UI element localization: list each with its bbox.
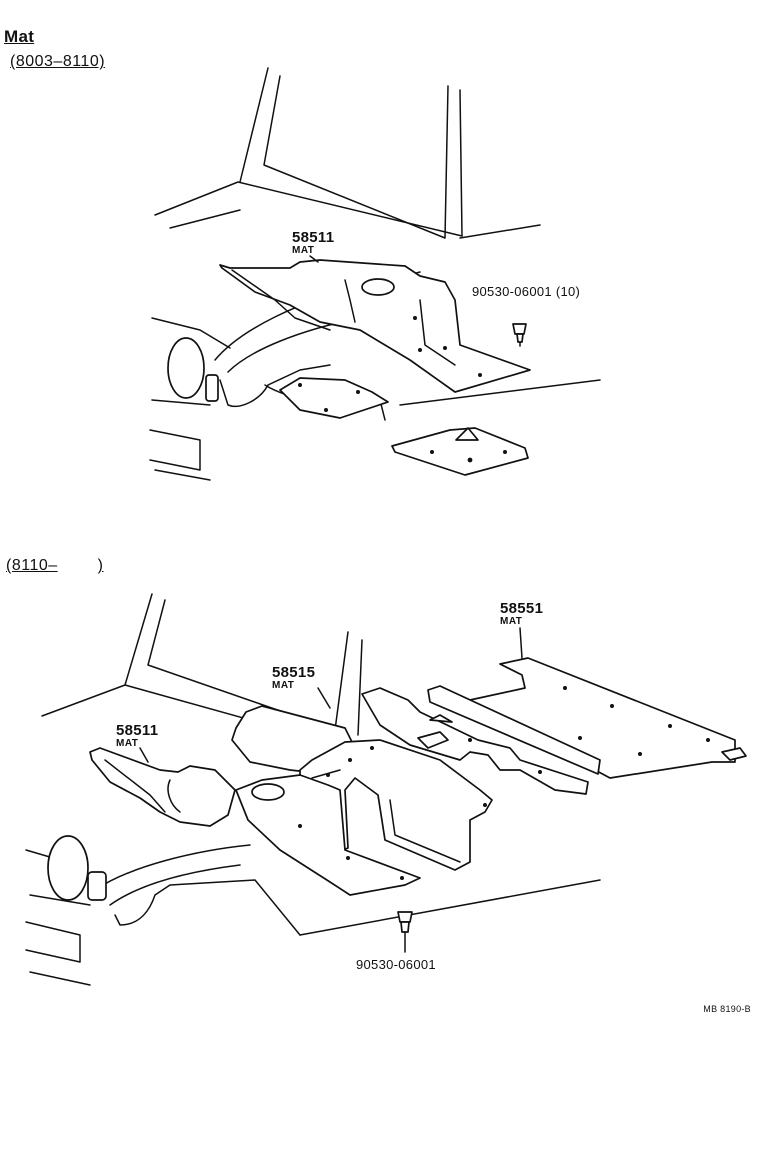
part-name: MAT <box>500 616 523 627</box>
top-clip-90530 <box>512 323 527 347</box>
page-title: Mat <box>4 27 35 46</box>
bottom-leader-58511 <box>139 747 149 763</box>
part-name: MAT <box>116 738 139 749</box>
part-number: 58511 <box>116 722 159 739</box>
label-58511-bottom: 58511 MAT <box>116 722 158 749</box>
part-number: 58511 <box>292 229 335 246</box>
bottom-mat-58551 <box>467 657 747 779</box>
bottom-front-tunnel-mat <box>235 774 421 896</box>
part-number: 90530-06001 <box>356 957 436 972</box>
bottom-mid-floor-mat <box>361 687 589 795</box>
label-58551: 58551 MAT <box>500 600 543 627</box>
bottom-center-tunnel-mat <box>299 739 493 871</box>
part-number: 58515 <box>272 664 316 681</box>
drawing-code: MB 8190-B <box>703 1004 751 1014</box>
bottom-long-strip <box>427 685 601 775</box>
top-leader-58511 <box>309 255 319 263</box>
part-name: MAT <box>272 680 295 691</box>
bottom-leader-58551 <box>519 627 523 659</box>
label-90530-bottom: 90530-06001 <box>356 957 436 972</box>
label-58515: 58515 MAT <box>272 664 315 691</box>
top-mat-58511 <box>219 259 531 393</box>
bottom-section-range: (8110–) <box>6 557 103 575</box>
range-end: ) <box>97 557 104 574</box>
bottom-mat-58511 <box>89 747 236 827</box>
part-number: 90530-06001 (10) <box>472 284 581 299</box>
top-section-range: (8003–8110) <box>10 53 106 70</box>
bottom-vehicle-body <box>25 593 601 986</box>
top-front-floor-plate <box>279 377 389 419</box>
bottom-leader-58515 <box>317 687 331 709</box>
part-name: MAT <box>292 245 315 256</box>
range-start: (8110– <box>6 557 58 574</box>
top-headlight <box>167 337 219 402</box>
label-58511-top: 58511 MAT <box>292 229 334 256</box>
bottom-clip-90530 <box>397 911 413 953</box>
label-90530-top: 90530-06001 (10) <box>472 284 580 299</box>
top-rear-floor-plate <box>391 427 529 476</box>
part-number: 58551 <box>500 600 544 617</box>
top-vehicle-body <box>149 67 601 481</box>
bottom-headlight <box>47 835 107 901</box>
